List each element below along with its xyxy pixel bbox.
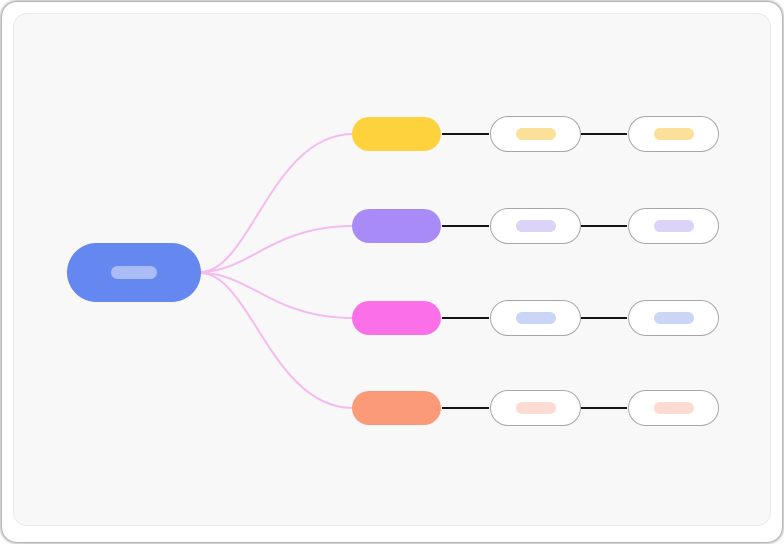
child-node-4-1[interactable]: [490, 390, 581, 426]
root-branch-curve-2: [200, 225, 354, 273]
root-branch-curve-1: [200, 133, 354, 273]
root-branch-curve-4: [200, 272, 354, 409]
child-placeholder-bar: [653, 128, 694, 140]
branch-node-4[interactable]: [352, 391, 441, 425]
child-placeholder-bar: [515, 402, 556, 414]
branch-node-1[interactable]: [352, 117, 441, 151]
child-placeholder-bar: [515, 312, 556, 324]
child-placeholder-bar: [653, 220, 694, 232]
child-node-2-2[interactable]: [628, 208, 719, 244]
child-placeholder-bar: [653, 312, 694, 324]
root-branch-curve-3: [200, 272, 354, 319]
child-placeholder-bar: [515, 220, 556, 232]
child-node-1-1[interactable]: [490, 116, 581, 152]
root-placeholder-bar: [111, 266, 157, 279]
branch-node-2[interactable]: [352, 209, 441, 243]
root-node[interactable]: [67, 243, 201, 302]
child-node-3-1[interactable]: [490, 300, 581, 336]
branch-node-3[interactable]: [352, 301, 441, 335]
child-node-4-2[interactable]: [628, 390, 719, 426]
child-node-2-1[interactable]: [490, 208, 581, 244]
child-node-3-2[interactable]: [628, 300, 719, 336]
child-node-1-2[interactable]: [628, 116, 719, 152]
child-placeholder-bar: [515, 128, 556, 140]
child-placeholder-bar: [653, 402, 694, 414]
